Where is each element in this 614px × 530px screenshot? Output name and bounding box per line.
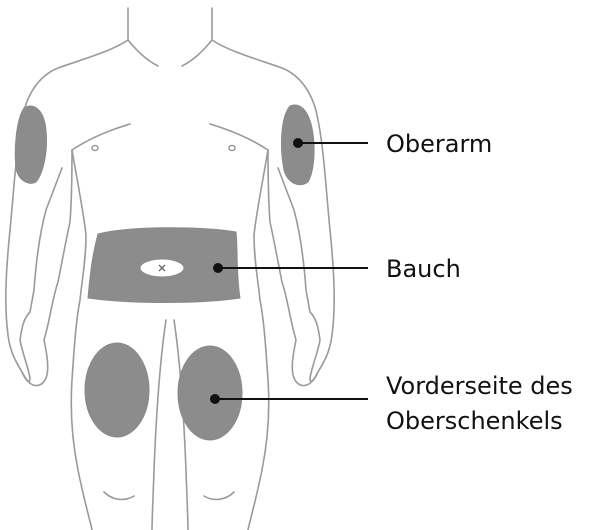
nipple-right [229, 146, 235, 151]
body-right-contour [212, 8, 334, 381]
label-thigh-line2: Oberschenkels [386, 407, 563, 435]
left-torso-side [71, 150, 92, 530]
leader-dot-upper-arm [293, 138, 303, 148]
label-upper-arm: Oberarm [386, 130, 492, 158]
body-left-contour [6, 8, 128, 381]
chest-line-right [210, 124, 268, 150]
knee-right [204, 492, 234, 499]
label-thigh-line1: Vorderseite des [386, 372, 573, 400]
zone-thigh-left [85, 343, 149, 437]
labels: Oberarm Bauch Vorderseite des Oberschenk… [386, 130, 573, 435]
label-abdomen: Bauch [386, 255, 461, 283]
nipple-left [92, 146, 98, 151]
inner-leg-left [152, 320, 166, 530]
zone-upper-arm-left [15, 106, 46, 183]
inner-leg-right [174, 320, 188, 530]
zone-thigh-right [178, 346, 242, 440]
right-torso-side [248, 150, 269, 530]
navel-marker [140, 259, 184, 277]
knee-left [104, 492, 134, 499]
neck-line-left [128, 40, 158, 66]
left-arm-inner [22, 150, 72, 386]
neck-line-right [182, 40, 212, 66]
leader-dot-abdomen [213, 263, 223, 273]
chest-line-left [72, 124, 130, 150]
leader-dot-thigh [210, 394, 220, 404]
